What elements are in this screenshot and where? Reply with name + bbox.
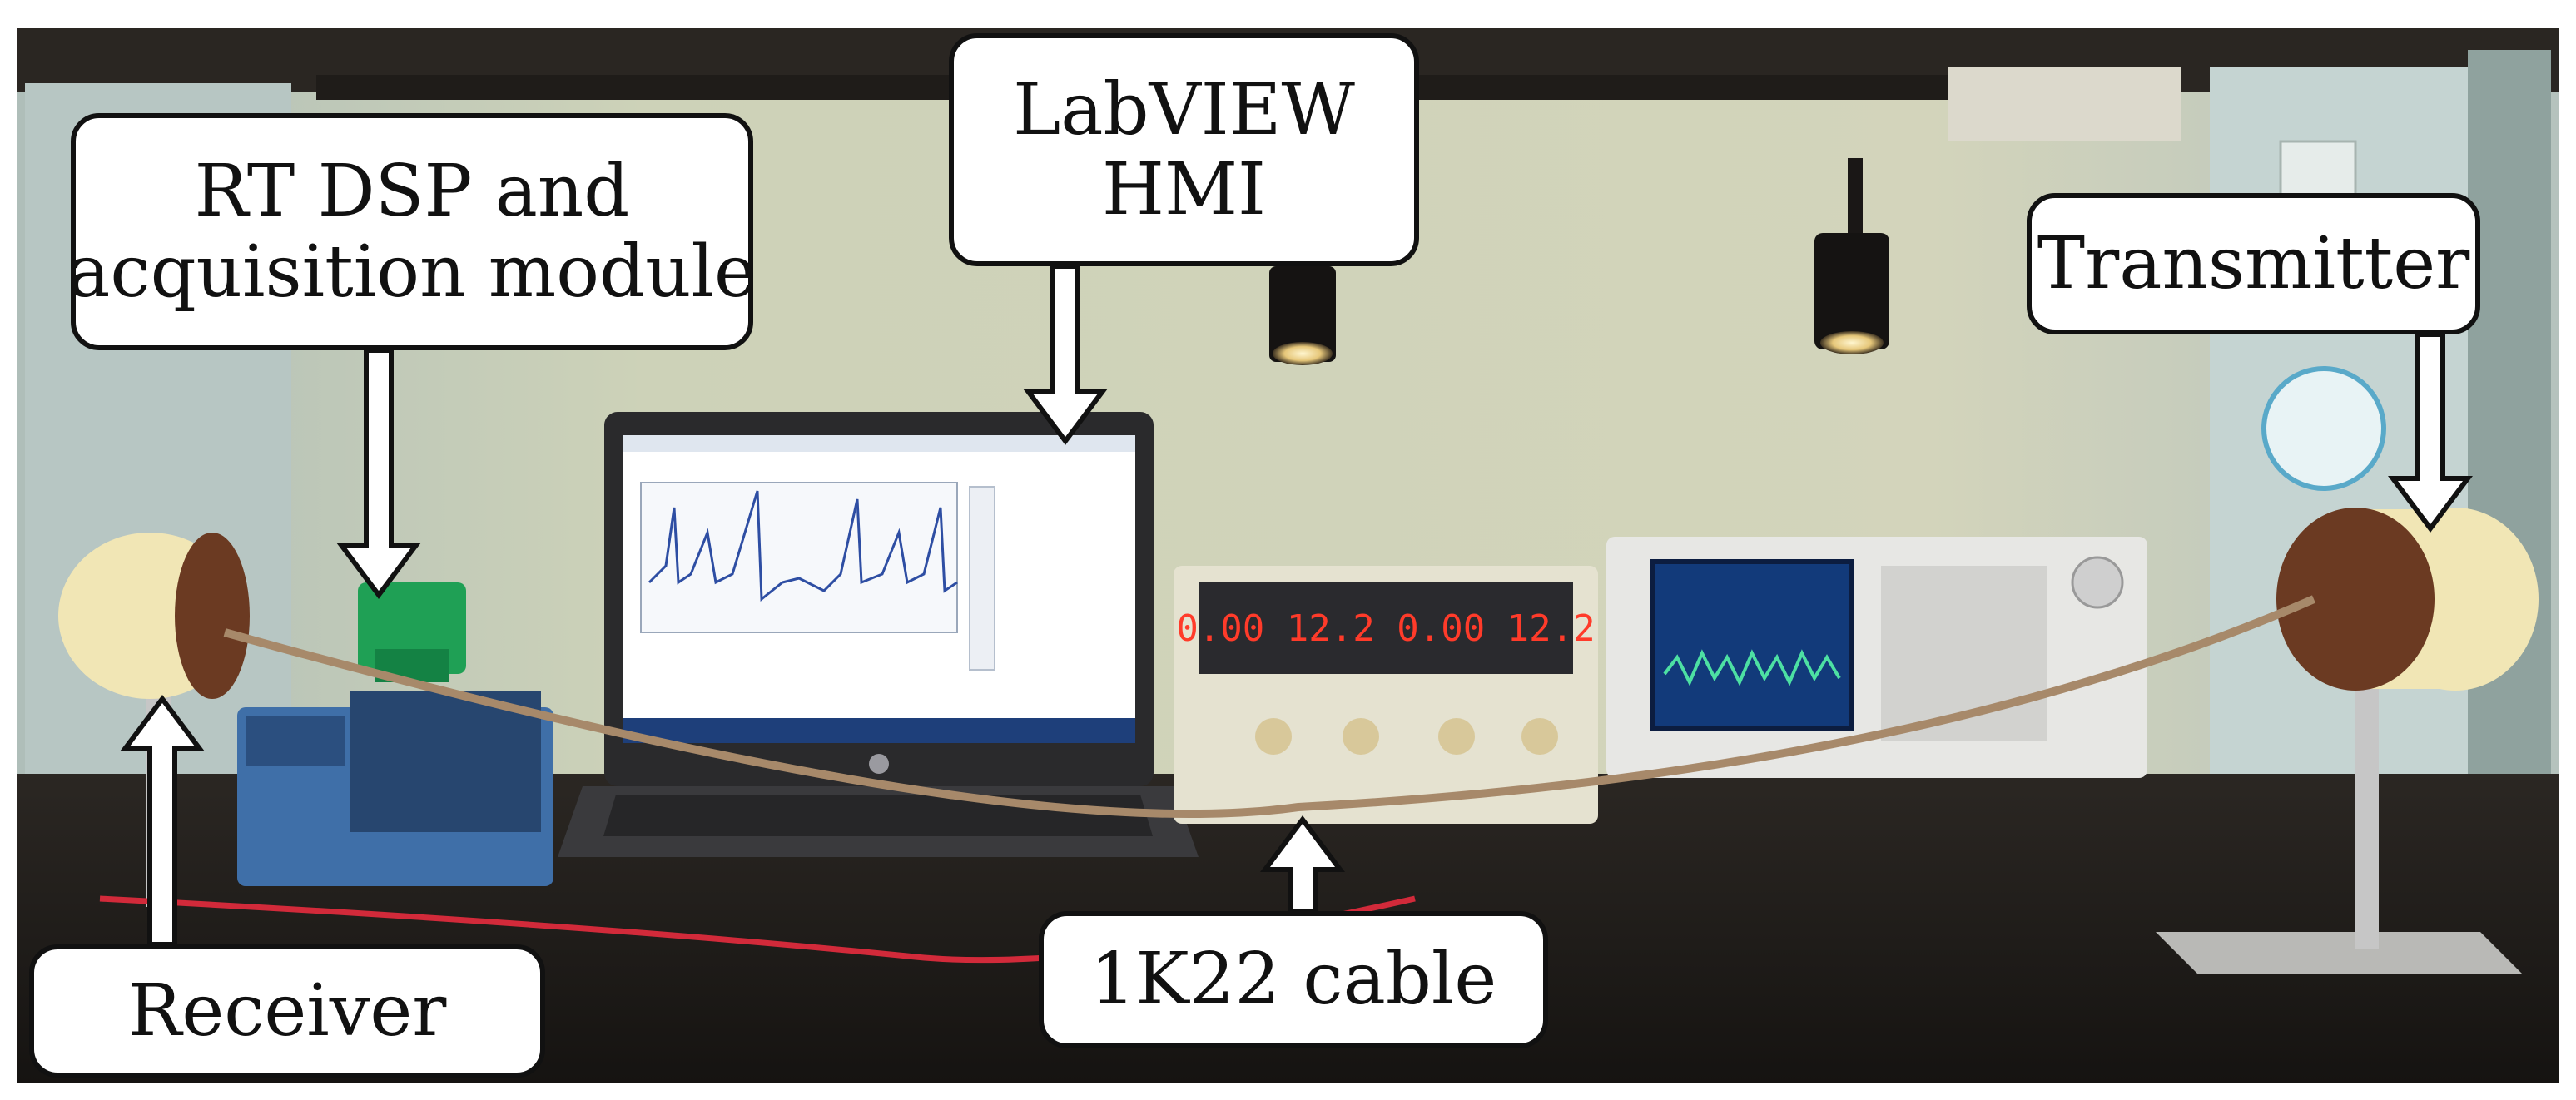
arrow-labview (1023, 264, 1108, 445)
callout-cable-text: 1K22 cable (1089, 938, 1497, 1022)
callout-transmitter: Transmitter (2027, 193, 2480, 334)
1k22-cable (223, 595, 2316, 819)
callout-labview-hmi: LabVIEW HMI (949, 33, 1419, 266)
track-box (1948, 67, 2181, 141)
signal-trace (648, 490, 958, 602)
arrow-transmitter (2388, 332, 2473, 533)
function-generator (1606, 537, 2147, 778)
arrow-cable (1260, 815, 1345, 914)
acquisition-module (237, 582, 553, 886)
spot-lamp-right (1814, 158, 1889, 354)
callout-receiver: Receiver (29, 944, 545, 1078)
transmitter-coil (2156, 508, 2539, 974)
power-supply: 0.00 12.2 0.00 12.2 (1174, 566, 1598, 824)
power-supply-display: 0.00 12.2 0.00 12.2 (1176, 607, 1595, 650)
callout-rt-dsp-module: RT DSP and acquisition module (67, 113, 757, 350)
callout-1k22-cable: 1K22 cable (1039, 911, 1548, 1048)
callout-arrows (120, 264, 2473, 947)
callout-rt-dsp-line2: acquisition module (67, 230, 757, 314)
arrow-receiver (120, 695, 205, 947)
callout-labview-line2: HMI (1101, 148, 1267, 231)
callout-rt-dsp-line1: RT DSP and (194, 150, 630, 234)
callout-receiver-text: Receiver (127, 969, 447, 1053)
laptop (558, 412, 1199, 857)
callout-labview-line1: LabVIEW (1013, 67, 1355, 151)
right-frame (2468, 50, 2551, 865)
arrow-rt-dsp (336, 348, 421, 599)
wall-sticker (2261, 366, 2386, 491)
callout-transmitter-text: Transmitter (2037, 221, 2470, 305)
